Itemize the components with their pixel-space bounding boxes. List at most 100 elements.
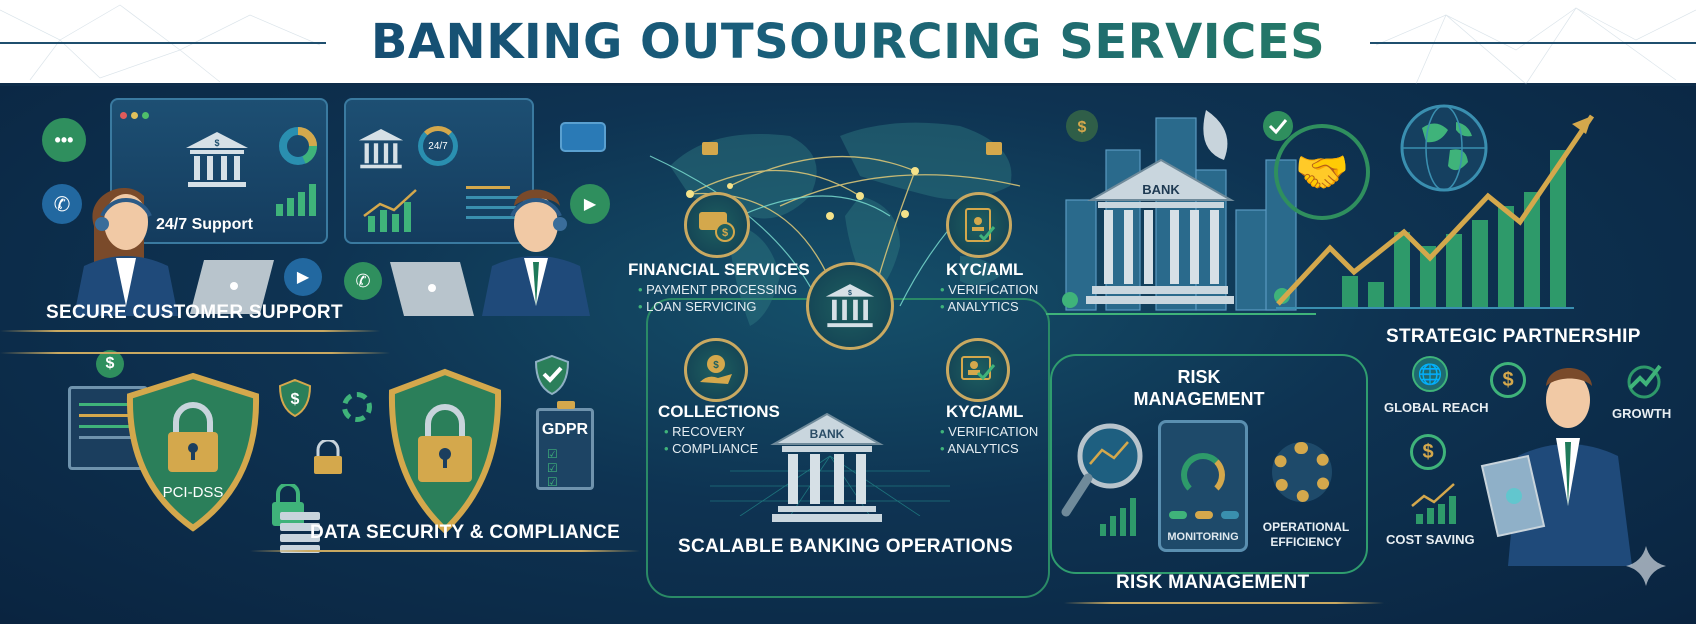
collections-icon: $ xyxy=(684,338,748,402)
svg-text:BANK: BANK xyxy=(1142,182,1180,197)
laptop-icon xyxy=(390,262,474,316)
infographic-canvas: $ 24/7 Support xyxy=(0,86,1696,624)
risk-heading: RISK MANAGEMENT xyxy=(1133,367,1265,409)
page-title: BANKING OUTSOURCING SERVICES xyxy=(0,14,1696,70)
data-security-panel: $ PCI-DSS $ xyxy=(0,350,640,624)
header: BANKING OUTSOURCING SERVICES xyxy=(0,0,1696,86)
growth-chart-icon xyxy=(1276,114,1595,309)
text-lines-icon xyxy=(466,186,522,219)
benefit-growth: GROWTH xyxy=(1612,406,1672,421)
chat-bubble-icon: ••• xyxy=(42,118,86,162)
risk-section-frame xyxy=(1050,354,1368,574)
strategic-partnership-panel: $ BANK 🤝 STRATEGIC PARTNERSHIP xyxy=(1040,86,1696,356)
globe-icon xyxy=(1400,104,1488,192)
donut-chart-icon xyxy=(279,127,317,165)
network-pattern-icon xyxy=(1376,7,1696,85)
risk-management-panel: RISK MANAGEMENT MONITORING OPERATIONAL E… xyxy=(1040,350,1384,624)
growth-icon xyxy=(1627,364,1662,399)
service-title-financial: FINANCIAL SERVICES xyxy=(628,260,810,279)
headset-agent-icon xyxy=(482,189,590,316)
dollar-icon: $ xyxy=(96,350,124,378)
svg-text:$: $ xyxy=(1078,119,1087,136)
handshake-icon: 🤝 xyxy=(1274,124,1370,220)
header-rule-right xyxy=(1370,42,1696,44)
headset-agent-icon xyxy=(74,187,178,316)
trend-chart-icon xyxy=(363,189,417,232)
bank-icon xyxy=(358,129,404,169)
divider-line xyxy=(250,550,640,552)
svg-text:PCI-DSS: PCI-DSS xyxy=(163,484,224,501)
service-item: COMPLIANCE xyxy=(664,441,758,456)
service-item: VERIFICATION xyxy=(940,282,1038,297)
central-bank-hub-icon: $ xyxy=(806,262,894,350)
service-item: ANALYTICS xyxy=(940,441,1018,456)
svg-text:$: $ xyxy=(291,391,300,408)
magnifier-analytics-icon xyxy=(1061,423,1143,536)
network-pattern-icon xyxy=(0,4,320,83)
kyc-aml-icon xyxy=(946,338,1010,402)
service-item: LOAN SERVICING xyxy=(638,299,756,314)
laptop-icon xyxy=(190,260,274,314)
divider-line xyxy=(0,352,390,354)
monitoring-dashboard: MONITORING xyxy=(1158,420,1248,552)
divider-line xyxy=(1064,602,1384,604)
section-label-scalable-operations: SCALABLE BANKING OPERATIONS xyxy=(678,536,1013,557)
dollar-icon: $ xyxy=(1490,362,1526,398)
benefit-cost-saving: COST SAVING xyxy=(1386,532,1475,547)
header-rule-left xyxy=(0,42,326,44)
dollar-shield-icon: $ xyxy=(278,378,312,418)
bar-chart-icon xyxy=(276,184,316,216)
svg-text:BANK: BANK xyxy=(810,427,845,441)
svg-text:$: $ xyxy=(214,138,219,148)
service-title-collections: COLLECTIONS xyxy=(658,402,780,421)
window-dots-icon xyxy=(120,106,153,124)
service-title-kyc-aml: KYC/AML xyxy=(946,260,1024,279)
financial-services-icon: $ xyxy=(684,192,750,258)
checklist-icon: GDPR ☑☑☑ xyxy=(536,401,594,490)
businessman-tablet-icon xyxy=(1480,368,1632,566)
svg-text:$: $ xyxy=(722,227,728,239)
kyc-verification-icon xyxy=(946,192,1012,258)
benefits-panel: 🌐 GLOBAL REACH $ $ COST SAVING GROWTH xyxy=(1370,350,1696,624)
dollar-icon: $ xyxy=(1410,434,1446,470)
video-call-icon: ▶ xyxy=(570,184,610,224)
support-hours-text: 24/7 Support xyxy=(156,216,253,233)
divider-line xyxy=(0,330,380,332)
phone-icon: ✆ xyxy=(344,262,382,300)
gauge-icon xyxy=(1181,453,1225,497)
padlock-icon xyxy=(314,440,342,474)
service-item: RECOVERY xyxy=(664,424,745,439)
svg-text:$: $ xyxy=(713,360,719,371)
shield-lock-icon: PCI-DSS xyxy=(126,372,260,532)
monitoring-label: MONITORING xyxy=(1167,531,1239,543)
section-label-risk-management: RISK MANAGEMENT xyxy=(1116,572,1310,593)
server-icon xyxy=(280,512,320,553)
shield-lock-icon xyxy=(388,368,502,534)
bank-building-icon: BANK xyxy=(770,412,884,522)
phone-icon: ✆ xyxy=(42,184,82,224)
globe-icon: 🌐 xyxy=(1412,356,1448,392)
section-label-data-security: DATA SECURITY & COMPLIANCE xyxy=(310,522,621,543)
customer-support-panel: $ 24/7 Support xyxy=(0,86,620,356)
bank-icon: $ xyxy=(186,132,248,187)
city-skyline-icon: $ BANK xyxy=(1046,110,1316,315)
svg-text:$: $ xyxy=(848,290,852,297)
gdpr-label: GDPR xyxy=(541,421,589,438)
check-shield-icon xyxy=(534,354,570,396)
cost-saving-chart-icon xyxy=(1411,483,1456,524)
availability-dial: 24/7 xyxy=(418,126,458,166)
gear-icon xyxy=(342,392,372,422)
video-call-icon: ▶ xyxy=(284,258,322,296)
scalable-operations-panel: $ $ $ FINANCIAL SERVICES PAYMENT PROCESS… xyxy=(600,86,1060,624)
section-label-customer-support: SECURE CUSTOMER SUPPORT xyxy=(46,302,343,323)
service-item: ANALYTICS xyxy=(940,299,1018,314)
benefit-global-reach: GLOBAL REACH xyxy=(1384,400,1489,415)
service-item: PAYMENT PROCESSING xyxy=(638,282,797,297)
service-item: VERIFICATION xyxy=(940,424,1038,439)
sparkle-icon xyxy=(1626,546,1666,586)
operational-efficiency-label: OPERATIONAL EFFICIENCY xyxy=(1262,520,1350,549)
gear-icon xyxy=(1272,442,1332,502)
section-label-strategic-partnership: STRATEGIC PARTNERSHIP xyxy=(1386,326,1641,347)
support-screen-right: 24/7 xyxy=(344,98,534,244)
credit-card-icon xyxy=(560,122,606,152)
